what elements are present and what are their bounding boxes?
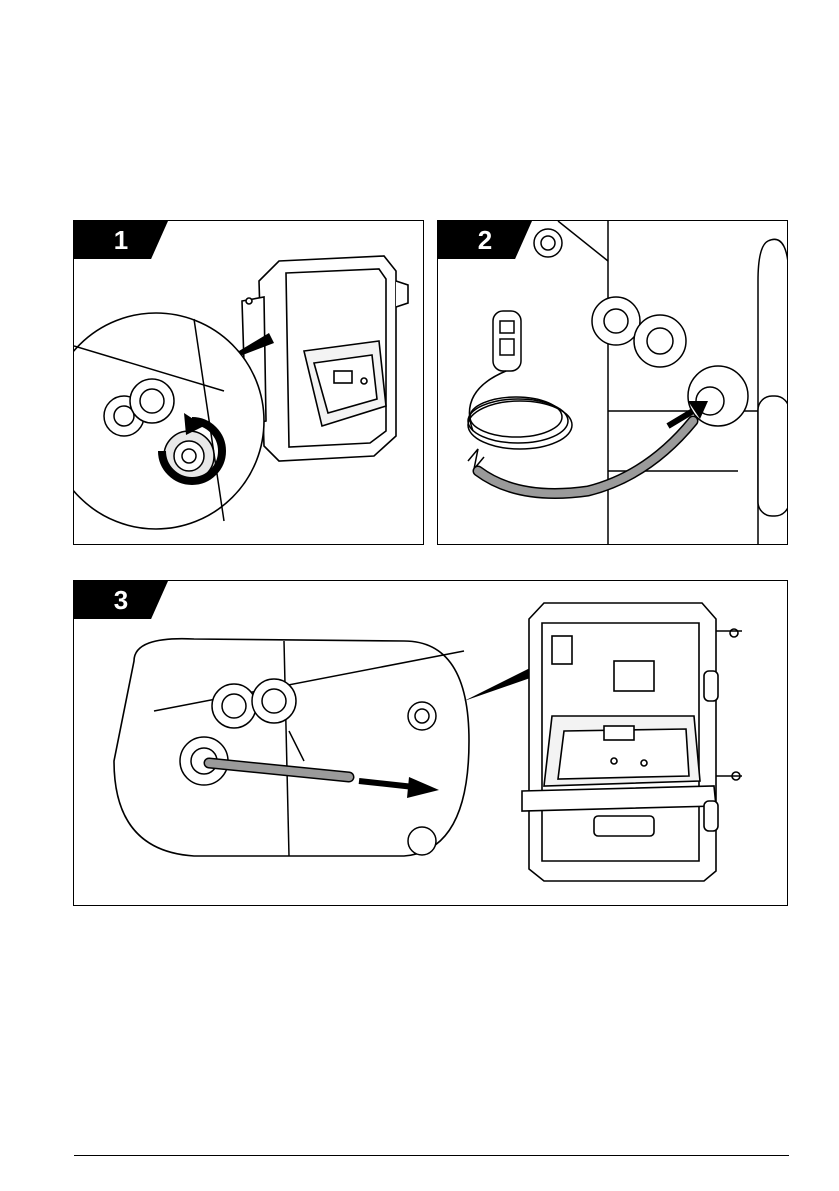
step-3-illustration [74, 581, 788, 906]
footer-rule [74, 1155, 789, 1156]
step-1-illustration [74, 221, 424, 545]
step-2-illustration [438, 221, 788, 545]
step-1-panel: 1 [73, 220, 424, 545]
step-3-panel: 3 [73, 580, 788, 906]
step-2-panel: 2 [437, 220, 788, 545]
